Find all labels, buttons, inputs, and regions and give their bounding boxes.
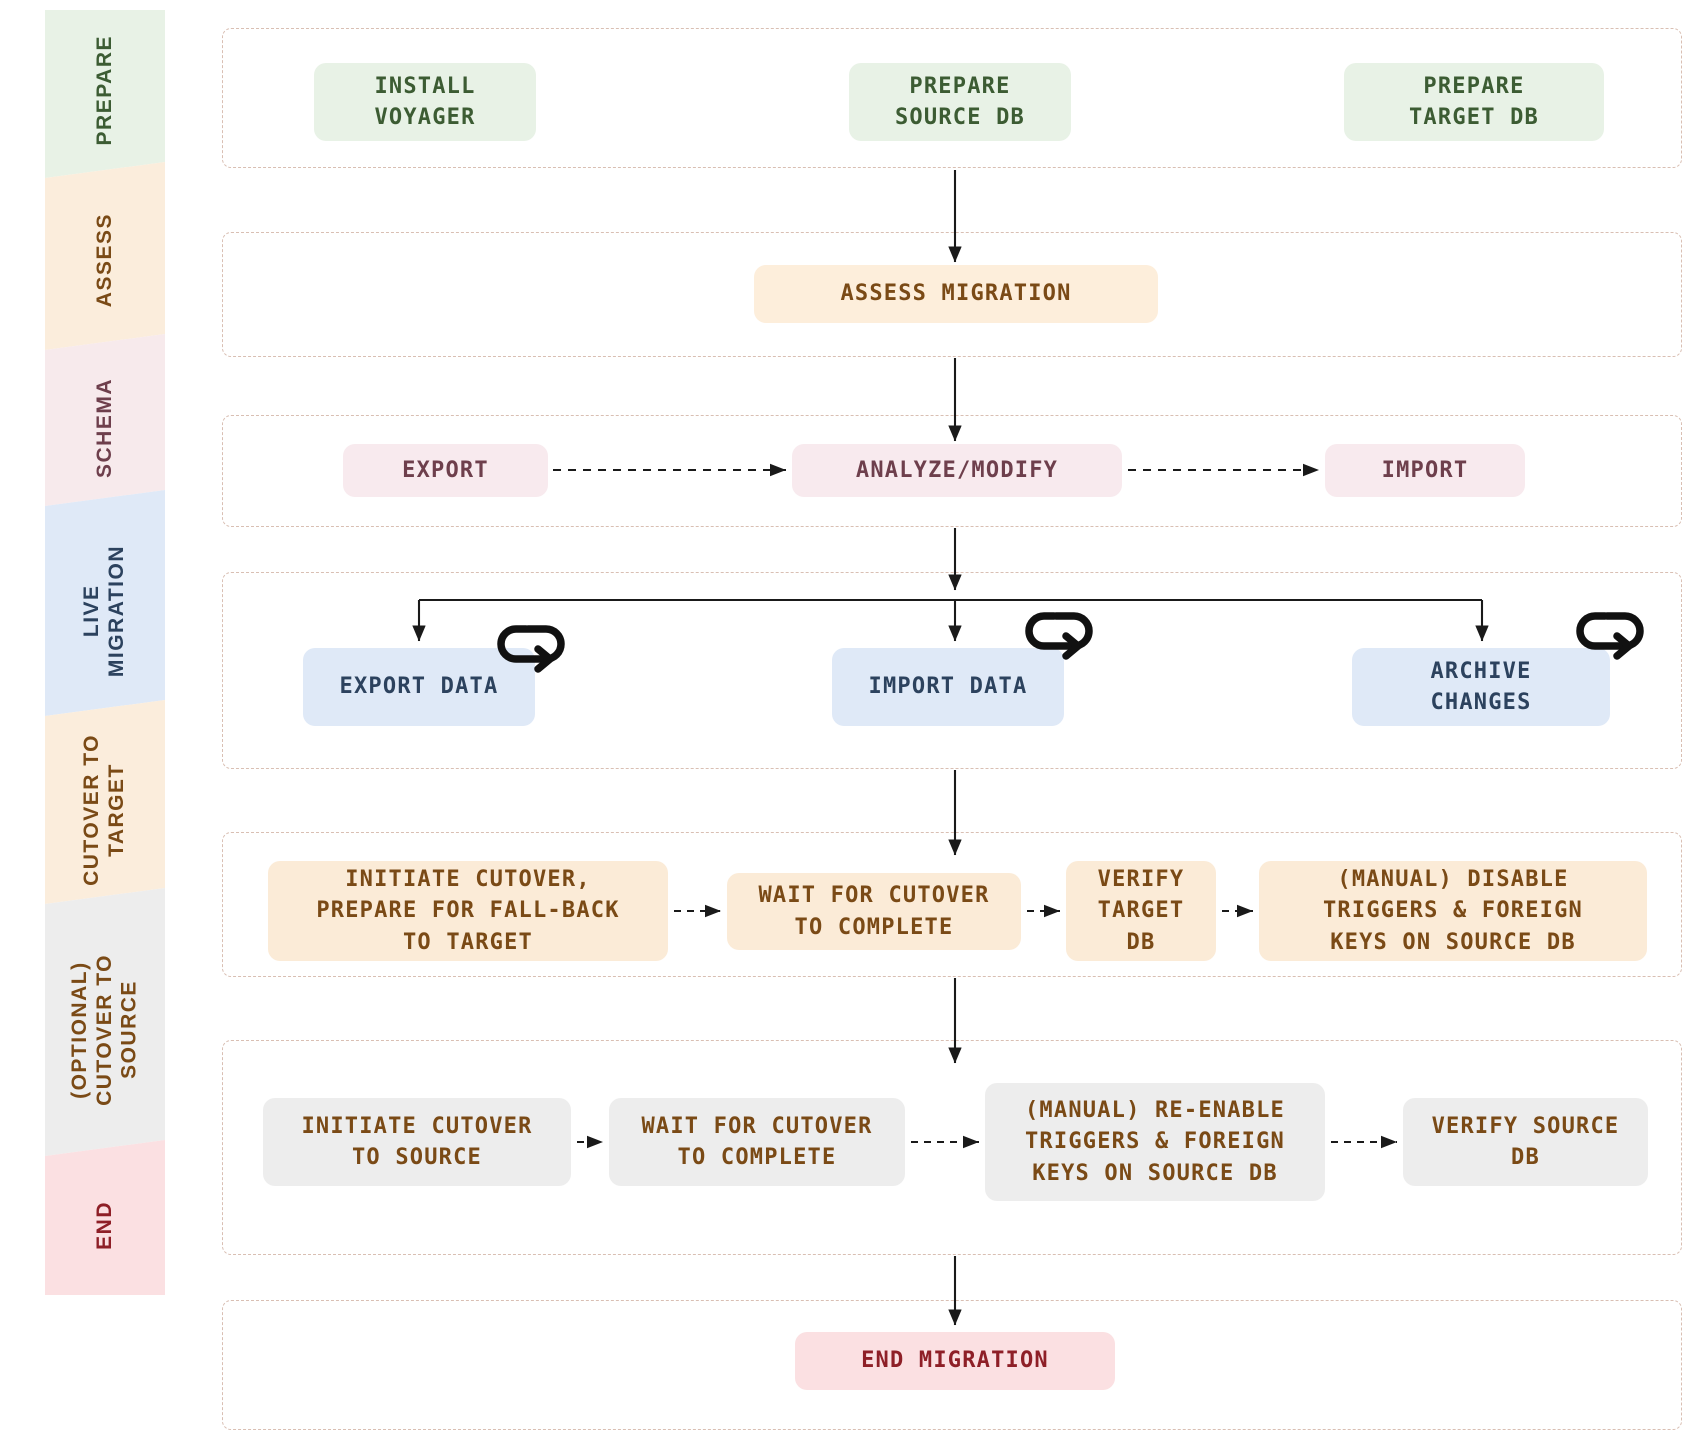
- node-reenable-triggers-label: (MANUAL) RE-ENABLE TRIGGERS & FOREIGN KE…: [1024, 1098, 1285, 1186]
- phase-rail: PREPARE ASSESS SCHEMA LIVE MIGRATION CUT…: [45, 10, 165, 1395]
- node-archive-changes[interactable]: ARCHIVE CHANGES: [1352, 648, 1610, 726]
- row-cutover-source: [222, 1040, 1682, 1255]
- node-verify-target-db-label: VERIFY TARGET DB: [1097, 867, 1185, 955]
- node-export-data[interactable]: EXPORT DATA: [303, 648, 535, 726]
- node-end-migration-label: END MIGRATION: [861, 1348, 1049, 1374]
- phase-live-migration: LIVE MIGRATION: [45, 506, 165, 716]
- node-import-data[interactable]: IMPORT DATA: [832, 648, 1064, 726]
- node-prepare-target-db[interactable]: PREPARE TARGET DB: [1344, 63, 1604, 141]
- phase-band-end: [45, 1140, 165, 1295]
- row-schema: [222, 415, 1682, 527]
- node-archive-changes-label: ARCHIVE CHANGES: [1430, 658, 1532, 715]
- node-disable-triggers-label: (MANUAL) DISABLE TRIGGERS & FOREIGN KEYS…: [1322, 867, 1583, 955]
- node-reenable-triggers[interactable]: (MANUAL) RE-ENABLE TRIGGERS & FOREIGN KE…: [985, 1083, 1325, 1201]
- node-install-voyager-label: INSTALL VOYAGER: [374, 73, 476, 130]
- node-initiate-cutover-source[interactable]: INITIATE CUTOVER TO SOURCE: [263, 1098, 571, 1186]
- phase-label-live-migration: LIVE MIGRATION: [80, 544, 128, 678]
- node-verify-source-db-label: VERIFY SOURCE DB: [1431, 1113, 1620, 1170]
- node-prepare-target-db-label: PREPARE TARGET DB: [1408, 73, 1539, 130]
- node-assess-migration[interactable]: ASSESS MIGRATION: [754, 265, 1158, 323]
- node-schema-analyze-modify-label: ANALYZE/MODIFY: [855, 457, 1059, 483]
- phase-cutover-source: (OPTIONAL) CUTOVER TO SOURCE: [45, 904, 165, 1156]
- repeat-loop-icon-archive-changes: [1576, 612, 1644, 660]
- phase-label-schema: SCHEMA: [92, 377, 116, 478]
- phase-band-cutover-source: [45, 888, 165, 1156]
- row-assess: [222, 232, 1682, 357]
- phase-end: END: [45, 1156, 165, 1295]
- phase-band-assess: [45, 162, 165, 350]
- phase-label-prepare: PREPARE: [92, 34, 116, 146]
- node-initiate-cutover-target[interactable]: INITIATE CUTOVER, PREPARE FOR FALL-BACK …: [268, 861, 668, 961]
- phase-band-cutover-target: [45, 700, 165, 904]
- node-verify-target-db[interactable]: VERIFY TARGET DB: [1066, 861, 1216, 961]
- row-prepare: [222, 28, 1682, 168]
- node-wait-cutover-target[interactable]: WAIT FOR CUTOVER TO COMPLETE: [727, 873, 1021, 950]
- phase-band-schema: [45, 334, 165, 506]
- node-install-voyager[interactable]: INSTALL VOYAGER: [314, 63, 536, 141]
- node-schema-export[interactable]: EXPORT: [343, 444, 548, 497]
- phase-cutover-target: CUTOVER TO TARGET: [45, 716, 165, 904]
- node-export-data-label: EXPORT DATA: [339, 674, 499, 700]
- phase-label-cutover-source: (OPTIONAL) CUTOVER TO SOURCE: [67, 954, 141, 1106]
- repeat-loop-icon-export-data: [497, 625, 565, 673]
- node-schema-import-label: IMPORT: [1381, 457, 1469, 483]
- phase-band-live: [45, 490, 165, 716]
- phase-label-end: END: [92, 1201, 116, 1250]
- repeat-loop-icon-import-data: [1025, 612, 1093, 660]
- node-prepare-source-db[interactable]: PREPARE SOURCE DB: [849, 63, 1071, 141]
- node-prepare-source-db-label: PREPARE SOURCE DB: [894, 73, 1025, 130]
- node-wait-cutover-source-label: WAIT FOR CUTOVER TO COMPLETE: [641, 1113, 873, 1170]
- node-end-migration[interactable]: END MIGRATION: [795, 1332, 1115, 1390]
- phase-label-cutover-target: CUTOVER TO TARGET: [80, 734, 128, 886]
- node-wait-cutover-source[interactable]: WAIT FOR CUTOVER TO COMPLETE: [609, 1098, 905, 1186]
- row-live-migration: [222, 572, 1682, 769]
- node-assess-migration-label: ASSESS MIGRATION: [840, 281, 1072, 307]
- node-schema-analyze-modify[interactable]: ANALYZE/MODIFY: [792, 444, 1122, 497]
- node-import-data-label: IMPORT DATA: [868, 674, 1028, 700]
- node-schema-import[interactable]: IMPORT: [1325, 444, 1525, 497]
- phase-label-assess: ASSESS: [92, 212, 116, 308]
- row-cutover-target: [222, 832, 1682, 977]
- node-initiate-cutover-target-label: INITIATE CUTOVER, PREPARE FOR FALL-BACK …: [316, 867, 620, 955]
- phase-assess: ASSESS: [45, 170, 165, 350]
- node-disable-triggers[interactable]: (MANUAL) DISABLE TRIGGERS & FOREIGN KEYS…: [1259, 861, 1647, 961]
- phase-prepare: PREPARE: [45, 10, 165, 170]
- phase-rail-bands: [45, 10, 165, 1295]
- node-wait-cutover-target-label: WAIT FOR CUTOVER TO COMPLETE: [758, 883, 990, 940]
- phase-schema: SCHEMA: [45, 350, 165, 506]
- node-schema-export-label: EXPORT: [402, 457, 489, 483]
- phase-band-prepare: [45, 10, 165, 178]
- node-verify-source-db[interactable]: VERIFY SOURCE DB: [1403, 1098, 1648, 1186]
- node-initiate-cutover-source-label: INITIATE CUTOVER TO SOURCE: [301, 1113, 533, 1170]
